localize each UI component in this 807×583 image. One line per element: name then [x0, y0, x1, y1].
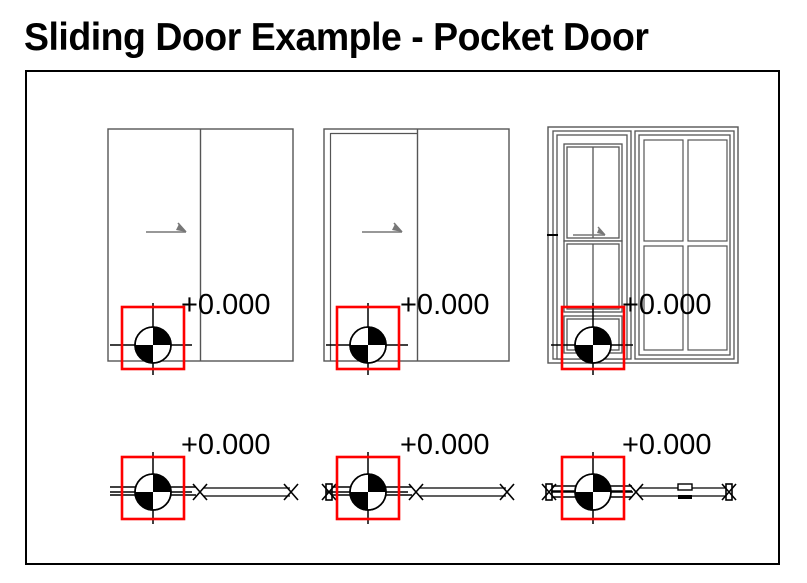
level-label-elev-2: +0.000: [400, 289, 490, 321]
level-label-elev-1: +0.000: [181, 289, 271, 321]
level-label-plan-1: +0.000: [181, 429, 271, 461]
level-label-elev-3: +0.000: [622, 289, 712, 321]
level-label-plan-3: +0.000: [622, 429, 712, 461]
level-label-plan-2: +0.000: [400, 429, 490, 461]
page-title: Sliding Door Example - Pocket Door: [24, 16, 649, 59]
